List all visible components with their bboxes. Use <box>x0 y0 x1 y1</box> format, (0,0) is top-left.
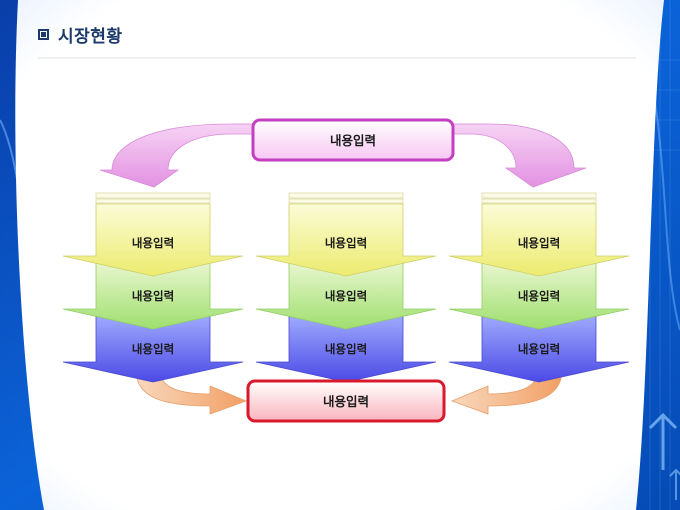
column-cap <box>288 198 404 204</box>
level-arrow-bottom <box>255 309 437 383</box>
level-arrow-top <box>62 203 244 277</box>
square-bullet-icon <box>38 29 49 40</box>
level-label-bottom: 내용입력 <box>518 342 560 356</box>
level-label-bottom: 내용입력 <box>132 342 174 356</box>
level-label-middle: 내용입력 <box>325 289 367 303</box>
level-label-top: 내용입력 <box>132 236 174 250</box>
level-arrow-middle <box>255 256 437 330</box>
bottom-box: 내용입력 <box>246 379 446 423</box>
level-arrow-bottom <box>448 309 630 383</box>
level-label-bottom: 내용입력 <box>325 342 367 356</box>
level-arrow-top <box>255 203 437 277</box>
column-cap <box>481 198 597 204</box>
level-arrow-middle <box>448 256 630 330</box>
level-arrow-top <box>448 203 630 277</box>
page-header: 시장현황 <box>38 22 123 47</box>
level-arrow-bottom <box>62 309 244 383</box>
page-title: 시장현황 <box>58 27 123 47</box>
top-box-label: 내용입력 <box>330 133 376 148</box>
column-cap <box>288 192 404 199</box>
column-cap <box>481 192 597 199</box>
left-curved-arrow-top <box>99 123 256 188</box>
bottom-box-label: 내용입력 <box>323 394 369 409</box>
level-label-middle: 내용입력 <box>518 289 560 303</box>
column-cap <box>95 198 211 204</box>
level-arrow-middle <box>62 256 244 330</box>
level-label-top: 내용입력 <box>325 236 367 250</box>
right-curved-arrow-top <box>451 123 587 188</box>
column-cap <box>95 192 211 199</box>
left-curved-arrow-bottom <box>135 369 248 415</box>
level-label-top: 내용입력 <box>518 236 560 250</box>
level-label-middle: 내용입력 <box>132 289 174 303</box>
right-curved-arrow-bottom <box>450 369 563 415</box>
top-box: 내용입력 <box>251 118 455 162</box>
